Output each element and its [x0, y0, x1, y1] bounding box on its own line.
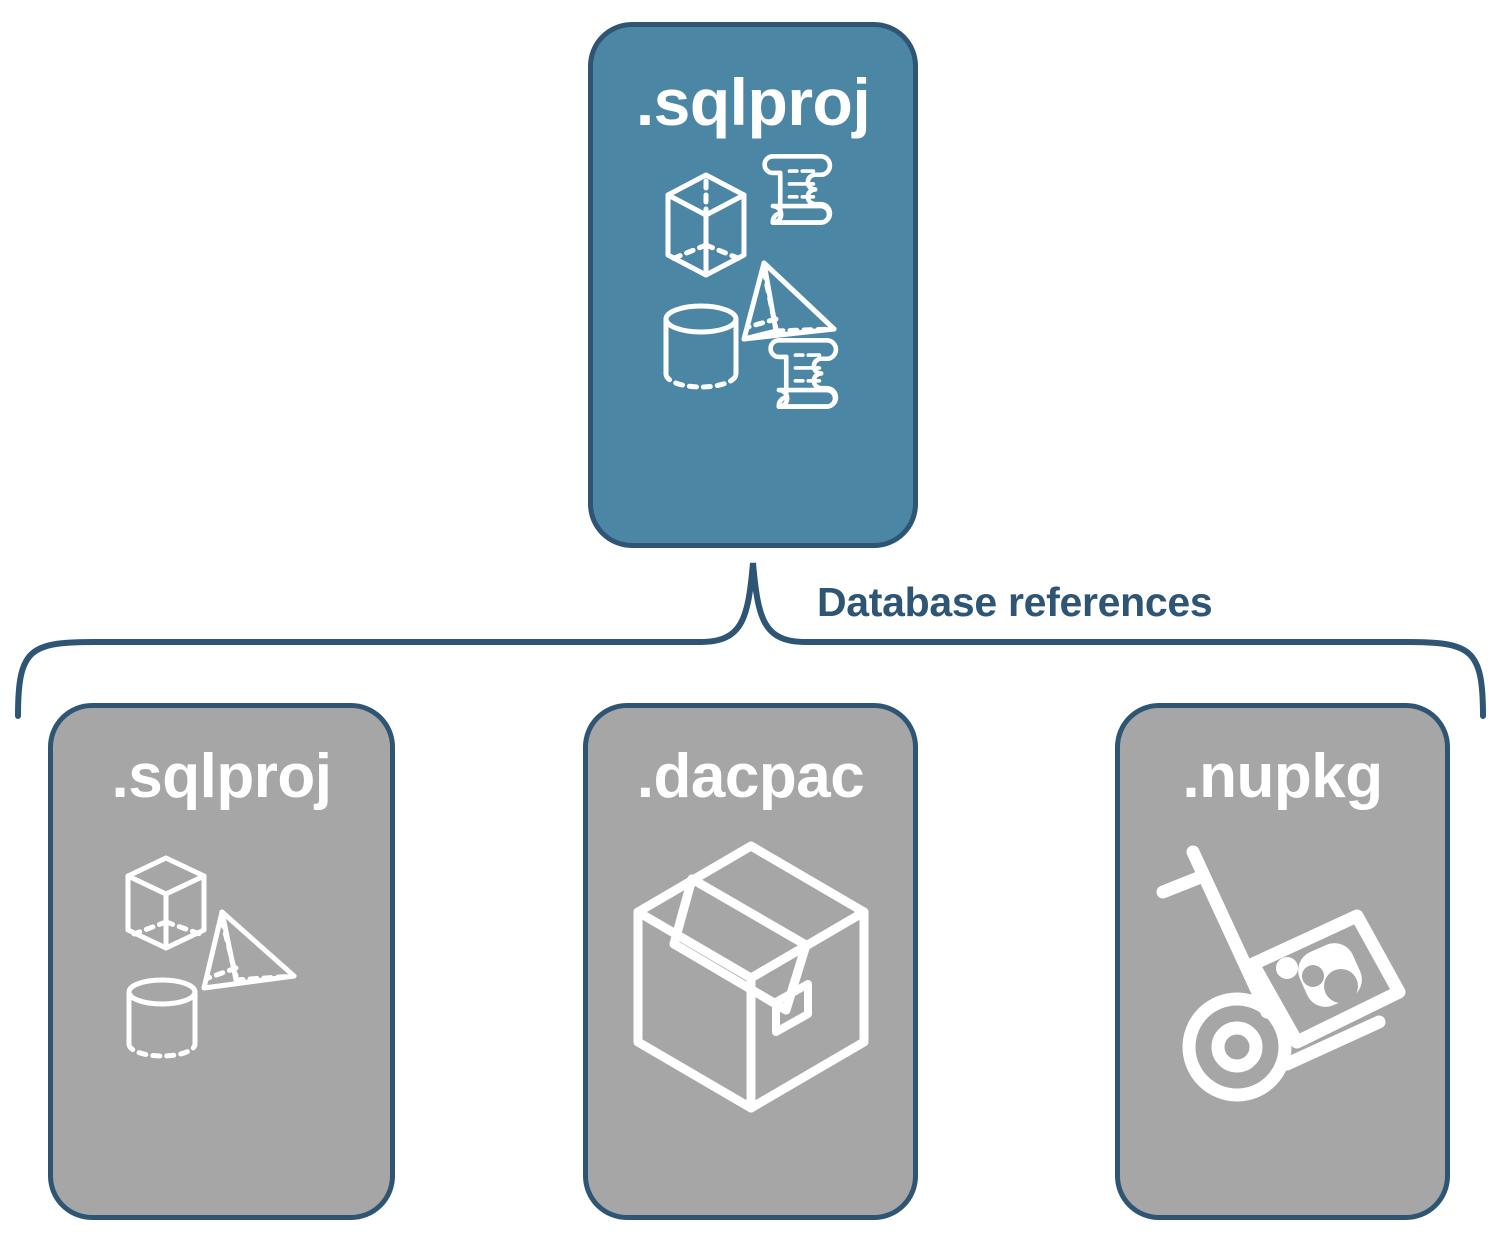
nuget-dot-holes	[1301, 965, 1358, 1003]
node-dacpac-reference[interactable]: .dacpac	[583, 703, 918, 1220]
cube-icon	[125, 855, 207, 951]
scroll-icon	[768, 338, 839, 409]
package-box-icon	[626, 834, 876, 1119]
pyramid-icon	[741, 260, 837, 342]
node-title: .sqlproj	[111, 742, 332, 811]
database-objects-icon-group	[114, 854, 329, 1069]
node-nupkg-reference[interactable]: .nupkg	[1115, 703, 1450, 1220]
nuget-hand-truck-icon	[1149, 834, 1417, 1109]
node-sqlproj-root[interactable]: .sqlproj	[588, 22, 918, 548]
connector-label: Database references	[817, 579, 1213, 625]
cube-icon	[665, 172, 747, 278]
database-objects-icon-group	[648, 147, 858, 417]
node-sqlproj-reference[interactable]: .sqlproj	[48, 703, 395, 1220]
cylinder-icon	[126, 977, 198, 1059]
scroll-icon	[762, 154, 833, 225]
node-title: .nupkg	[1182, 742, 1383, 811]
node-title: .dacpac	[636, 742, 865, 811]
node-title: .sqlproj	[635, 65, 871, 139]
cylinder-icon	[663, 303, 739, 390]
pyramid-icon	[201, 909, 297, 991]
